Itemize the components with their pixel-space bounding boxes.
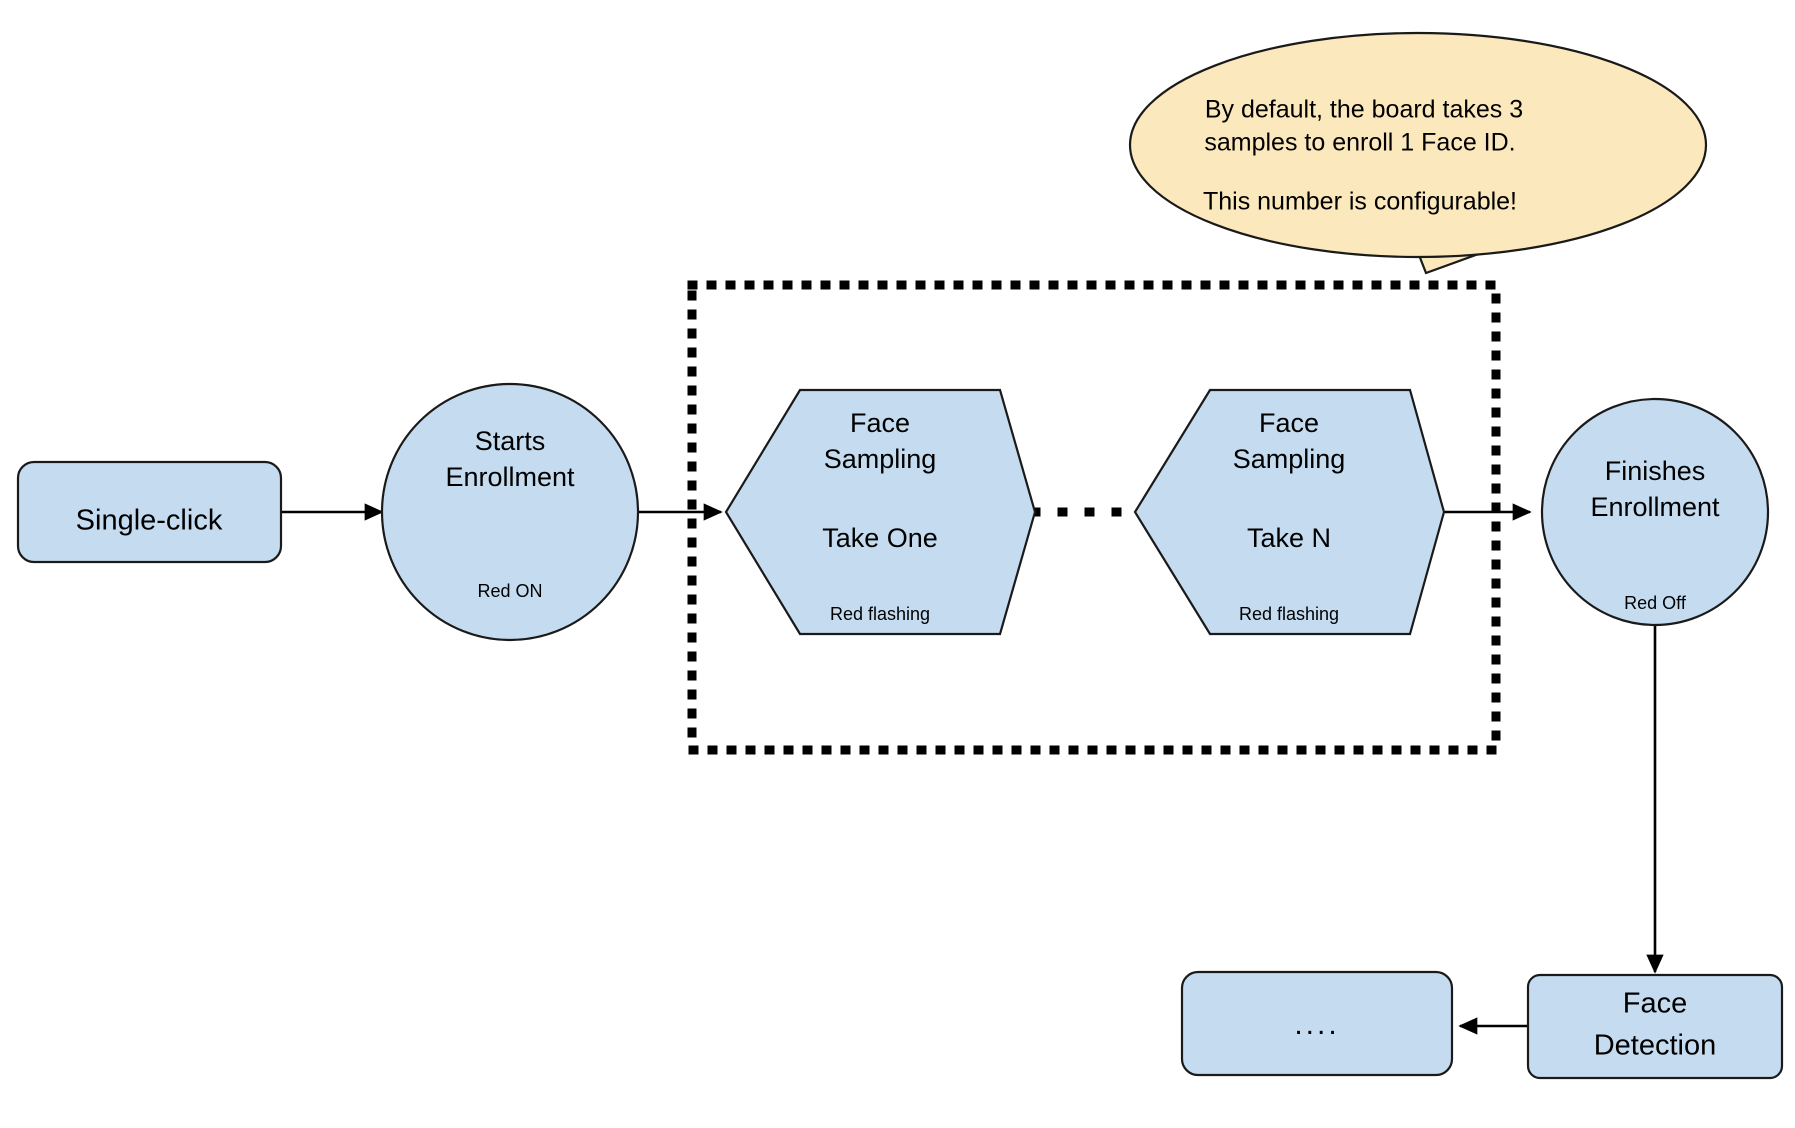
callout-line3: This number is configurable! [1203, 188, 1517, 216]
face-sampling-n-line2: Sampling [1233, 444, 1346, 474]
finishes-enrollment-shape [1540, 397, 1770, 627]
node-finishes-enrollment[interactable]: Finishes Enrollment Red Off [1540, 397, 1770, 627]
face-sampling-n-line1: Face [1259, 408, 1319, 438]
face-sampling-one-line1: Face [850, 408, 910, 438]
callout-line2: samples to enroll 1 Face ID. [1204, 129, 1515, 157]
node-face-detection[interactable]: Face Detection [1526, 973, 1784, 1080]
face-detection-shape [1526, 973, 1784, 1080]
callout-bubble [1128, 31, 1708, 259]
single-click-shape [16, 460, 283, 564]
face-detection-line2: Detection [1594, 1030, 1717, 1062]
starts-enrollment-shape [380, 382, 640, 642]
node-starts-enrollment[interactable]: Starts Enrollment Red ON [380, 382, 640, 642]
node-more-steps[interactable]: .... [1180, 970, 1454, 1077]
face-sampling-n-shape [1133, 388, 1446, 636]
face-sampling-one-line2: Sampling [824, 444, 937, 474]
sampling-loop-group [687, 280, 1501, 755]
node-face-sampling-take-one[interactable]: Face Sampling Take One Red flashing [724, 388, 1037, 636]
starts-enrollment-line2: Enrollment [445, 462, 575, 492]
face-detection-line1: Face [1623, 988, 1687, 1020]
face-sampling-one-status: Red flashing [830, 604, 930, 624]
node-single-click[interactable]: Single-click [16, 460, 283, 564]
single-click-label: Single-click [76, 505, 223, 537]
more-steps-shape [1180, 970, 1454, 1077]
callout-note: By default, the board takes 3 samples to… [1128, 31, 1708, 275]
finishes-enrollment-line2: Enrollment [1590, 492, 1720, 522]
face-sampling-one-shape [724, 388, 1037, 636]
face-sampling-n-take: Take N [1247, 523, 1331, 553]
face-sampling-one-take: Take One [822, 523, 938, 553]
more-steps-label: .... [1294, 1008, 1339, 1041]
finishes-enrollment-line1: Finishes [1605, 456, 1706, 486]
callout-line1: By default, the board takes 3 [1205, 96, 1523, 124]
finishes-enrollment-status: Red Off [1624, 593, 1687, 613]
starts-enrollment-status: Red ON [477, 581, 542, 601]
node-face-sampling-take-n[interactable]: Face Sampling Take N Red flashing [1133, 388, 1446, 636]
face-sampling-n-status: Red flashing [1239, 604, 1339, 624]
starts-enrollment-line1: Starts [475, 426, 546, 456]
